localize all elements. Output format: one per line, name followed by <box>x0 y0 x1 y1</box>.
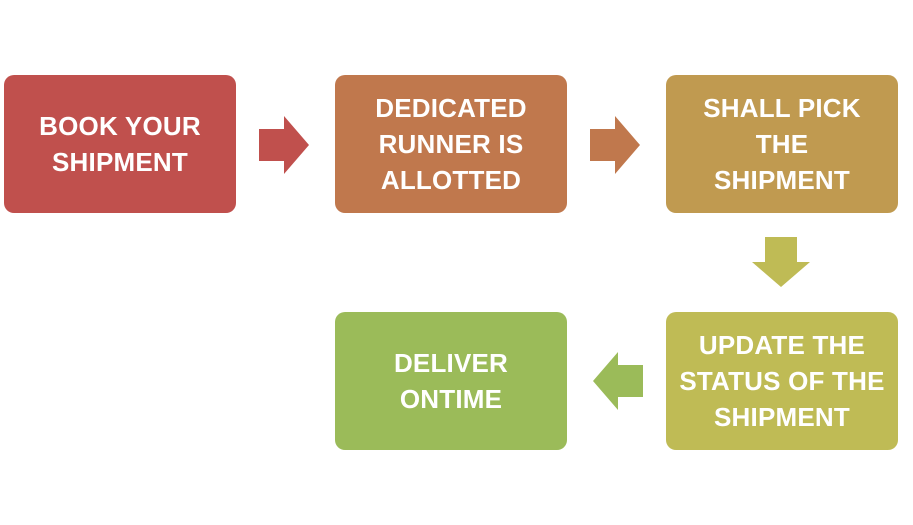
step-box-book-shipment: BOOK YOUR SHIPMENT <box>4 75 236 213</box>
step-label-book-shipment: BOOK YOUR SHIPMENT <box>39 111 201 177</box>
step-box-runner-allotted: DEDICATED RUNNER IS ALLOTTED <box>335 75 567 213</box>
right-arrow-icon <box>259 116 309 174</box>
step-box-deliver-ontime: DELIVER ONTIME <box>335 312 567 450</box>
step-label-update-status: UPDATE THE STATUS OF THE SHIPMENT <box>679 330 885 432</box>
step-box-update-status: UPDATE THE STATUS OF THE SHIPMENT <box>666 312 898 450</box>
step-label-runner-allotted: DEDICATED RUNNER IS ALLOTTED <box>375 93 527 195</box>
step-label-deliver-ontime: DELIVER ONTIME <box>393 348 509 414</box>
right-arrow-icon <box>590 116 640 174</box>
left-arrow-icon <box>593 352 643 410</box>
step-box-pick-shipment: SHALL PICK THE SHIPMENT <box>666 75 898 213</box>
down-arrow-icon <box>752 237 810 287</box>
step-label-pick-shipment: SHALL PICK THE SHIPMENT <box>703 93 861 195</box>
